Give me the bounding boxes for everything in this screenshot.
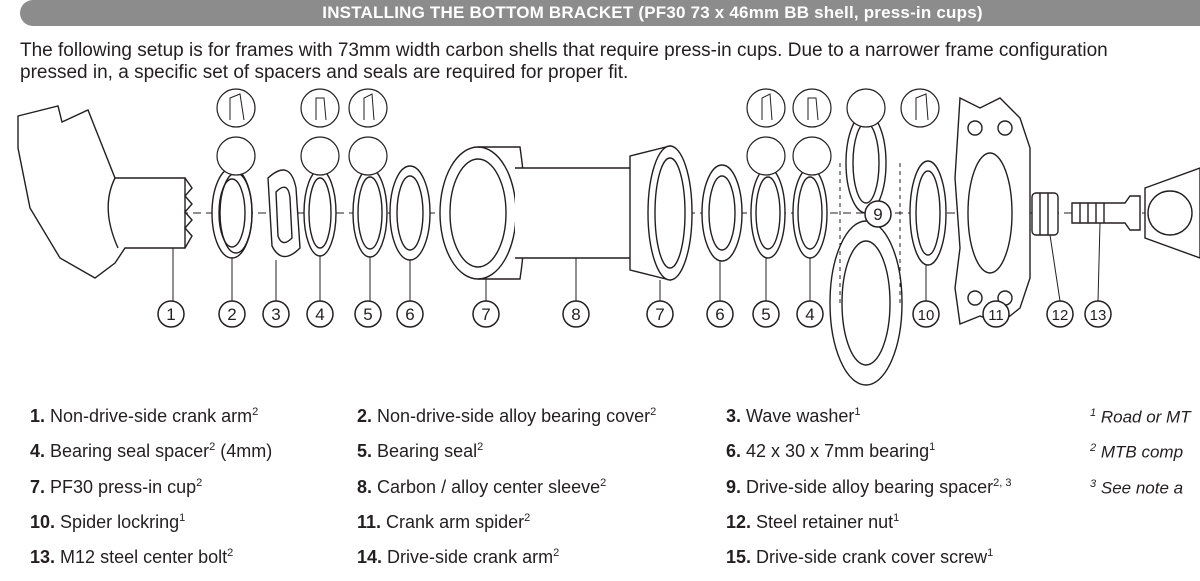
crank-arm-drawing — [17, 105, 193, 301]
spider-lockring-drawing — [909, 160, 947, 301]
legend-item: 6. 42 x 30 x 7mm bearing1 — [726, 441, 936, 461]
svg-text:6: 6 — [405, 305, 414, 324]
legend-item: 1. Non-drive-side crank arm2 — [30, 406, 259, 426]
callout-12: 12 — [1046, 300, 1074, 328]
callout-7: 7 — [472, 300, 500, 328]
svg-text:4: 4 — [805, 305, 814, 324]
svg-text:6: 6 — [715, 305, 724, 324]
legend-item: 2. Non-drive-side alloy bearing cover2 — [357, 406, 657, 426]
svg-text:5: 5 — [761, 305, 770, 324]
intro-paragraph: The following setup is for frames with 7… — [20, 40, 1200, 84]
section-title: INSTALLING THE BOTTOM BRACKET (PF30 73 x… — [322, 3, 983, 22]
callout-8: 8 — [562, 300, 590, 328]
bearing-cover-drawing — [211, 167, 253, 301]
legend-item: 3. Wave washer1 — [726, 406, 861, 426]
press-in-cup-right-drawing — [629, 145, 693, 301]
bearing-seal-right-drawing — [750, 167, 786, 301]
intro-line-2: pressed in, a specific set of spacers an… — [20, 62, 629, 83]
svg-text:2: 2 — [227, 305, 236, 324]
callout-5b: 5 — [752, 300, 780, 328]
seal-spacer-right-drawing — [792, 167, 828, 301]
parts-legend: 1. Non-drive-side crank arm2 2. Non-driv… — [0, 400, 1200, 581]
wave-washer-drawing — [267, 169, 301, 301]
callout-4: 4 — [306, 300, 334, 328]
svg-text:3: 3 — [271, 305, 280, 324]
seal-spacer-left-drawing — [303, 169, 337, 301]
crank-arm-spider-drawing — [954, 96, 1031, 325]
detail-magnifier-group — [216, 88, 940, 176]
callout-7b: 7 — [646, 300, 674, 328]
legend-item: 9. Drive-side alloy bearing spacer2, 3 — [726, 477, 1012, 497]
callout-5: 5 — [354, 300, 382, 328]
legend-item: 8. Carbon / alloy center sleeve2 — [357, 477, 607, 497]
svg-text:12: 12 — [1052, 307, 1069, 324]
legend-item: 4. Bearing seal spacer2 (4mm) — [30, 441, 273, 461]
callout-1: 1 — [157, 300, 185, 328]
legend-item: 13. M12 steel center bolt2 — [30, 547, 234, 567]
svg-text:9: 9 — [873, 205, 882, 224]
callout-2: 2 — [218, 300, 246, 328]
bearing-seal-left-drawing — [352, 168, 388, 301]
callout-circles: 1 2 3 4 5 6 7 8 7 6 5 4 10 11 12 13 9 — [157, 200, 1112, 328]
svg-text:13: 13 — [1090, 307, 1107, 324]
retainer-nut-drawing — [1031, 192, 1061, 302]
svg-text:7: 7 — [481, 305, 490, 324]
svg-text:5: 5 — [363, 305, 372, 324]
callout-3: 3 — [262, 300, 290, 328]
callout-6b: 6 — [706, 300, 734, 328]
footnote: 3 See note a — [1090, 478, 1184, 498]
intro-line-1: The following setup is for frames with 7… — [20, 40, 1108, 61]
svg-text:8: 8 — [571, 305, 580, 324]
section-header-bar — [20, 0, 1200, 26]
callout-4b: 4 — [796, 300, 824, 328]
callout-13: 13 — [1084, 300, 1112, 328]
legend-item: 12. Steel retainer nut1 — [726, 512, 900, 532]
svg-text:10: 10 — [918, 307, 935, 324]
legend-item: 14. Drive-side crank arm2 — [357, 547, 560, 567]
bearing-left-drawing — [389, 165, 431, 301]
svg-text:1: 1 — [166, 305, 175, 324]
svg-text:7: 7 — [655, 305, 664, 324]
callout-10: 10 — [912, 300, 940, 328]
drive-side-spacer-drawing — [829, 112, 903, 386]
legend-item: 10. Spider lockring1 — [30, 512, 186, 532]
callout-11: 11 — [982, 300, 1010, 328]
legend-item: 15. Drive-side crank cover screw1 — [726, 547, 994, 567]
legend-item: 5. Bearing seal2 — [357, 441, 484, 461]
center-sleeve-drawing — [515, 167, 641, 301]
drive-side-crank-drawing — [1144, 167, 1200, 259]
footnote: 1 Road or MT — [1090, 407, 1191, 427]
svg-text:4: 4 — [315, 305, 324, 324]
footnote: 2 MTB comp — [1090, 442, 1184, 462]
exploded-assembly-diagram: 1 2 3 4 5 6 7 8 7 6 5 4 10 11 12 13 9 — [17, 88, 1200, 386]
callout-9: 9 — [864, 200, 892, 228]
callout-6: 6 — [396, 300, 424, 328]
legend-item: 7. PF30 press-in cup2 — [30, 477, 203, 497]
press-in-cup-left-drawing — [439, 146, 526, 301]
center-bolt-drawing — [1071, 195, 1141, 302]
svg-text:11: 11 — [988, 307, 1004, 324]
legend-item: 11. Crank arm spider2 — [357, 512, 531, 532]
bearing-right-drawing — [701, 164, 743, 301]
